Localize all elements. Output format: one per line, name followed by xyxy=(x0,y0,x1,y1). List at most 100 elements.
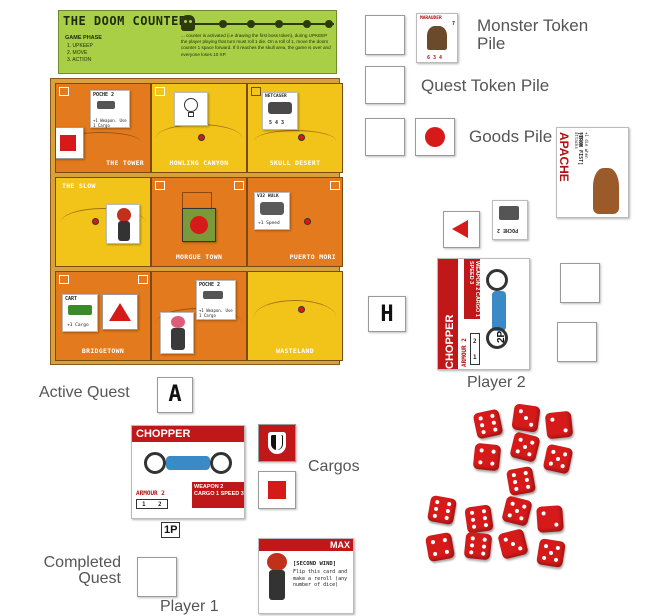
die-pip xyxy=(430,539,436,545)
max-card-band xyxy=(259,539,353,551)
apache-character-card[interactable]: APACHE [IRON FIST] +1 die when making ..… xyxy=(556,127,629,218)
die-pip xyxy=(481,508,487,514)
player1-vehicle-card[interactable]: CHOPPER WEAPON 2 CARGO 1 SPEED 3 ARMOUR … xyxy=(131,425,245,519)
red-die[interactable] xyxy=(497,528,529,560)
tile-skull-desert[interactable]: NETCASER 5 4 3 SKULL DESERT xyxy=(247,83,343,173)
doom-space xyxy=(275,20,283,28)
die-pip xyxy=(548,550,554,556)
player2-slot-2[interactable] xyxy=(557,322,597,362)
red-die[interactable] xyxy=(464,504,494,534)
red-die[interactable] xyxy=(511,403,541,433)
player-token[interactable] xyxy=(106,204,140,244)
die-pip xyxy=(469,510,475,516)
completed-quest-slot[interactable] xyxy=(137,557,177,597)
player2-slot-1[interactable] xyxy=(560,263,600,303)
active-quest-label: Active Quest xyxy=(39,384,130,401)
motorcycle-icon xyxy=(486,269,516,349)
overlay-card[interactable]: POCHE 2 +1 Weapon. Use 1 Cargo xyxy=(196,280,236,320)
player1-armour: ARMOUR 2 xyxy=(136,490,165,497)
red-die[interactable] xyxy=(505,465,537,497)
tile-puerto-mori[interactable]: V32 HULK +1 Speed PUERTO MORI xyxy=(247,177,343,267)
die-pip xyxy=(543,543,549,549)
weapon-icon xyxy=(97,101,115,109)
red-die[interactable] xyxy=(472,442,502,472)
die-pip xyxy=(562,452,568,457)
game-phase-heading: GAME PHASE xyxy=(65,35,102,41)
player-token[interactable] xyxy=(160,312,194,354)
die-pip xyxy=(470,536,475,541)
player-h-token[interactable]: H xyxy=(368,296,406,332)
die-pip xyxy=(445,508,451,514)
monster-token[interactable]: MARAUDER 7 6 3 4 xyxy=(416,13,458,63)
red-square-token[interactable] xyxy=(56,127,84,159)
active-quest-token[interactable]: A xyxy=(157,377,193,413)
die-pip xyxy=(444,515,450,521)
red-triangle-token[interactable] xyxy=(102,294,138,330)
player2-vehicle-card[interactable]: CHOPPER WEAPON 2 CARGO 1 SPEED 3 ARMOUR … xyxy=(437,258,530,370)
location-marker xyxy=(92,218,99,225)
monster-token-slot[interactable] xyxy=(365,15,405,55)
die-pip xyxy=(541,511,546,516)
overlay-card[interactable]: NETCASER 5 4 3 xyxy=(262,92,298,130)
red-die[interactable] xyxy=(544,410,574,440)
die-pip xyxy=(482,537,487,542)
die-pip xyxy=(478,416,484,421)
red-die[interactable] xyxy=(536,505,564,533)
red-die[interactable] xyxy=(542,443,574,475)
cargo-shield-token[interactable] xyxy=(258,424,296,462)
goods-pile-label: Goods Pile xyxy=(469,127,553,146)
overlay-card[interactable]: CART +1 Cargo xyxy=(62,294,98,332)
die-pip xyxy=(490,461,495,466)
die-pip xyxy=(471,524,477,530)
tile-middle-bottom[interactable]: POCHE 2 +1 Weapon. Use 1 Cargo xyxy=(151,271,247,361)
die-pip xyxy=(469,543,475,548)
quest-token[interactable] xyxy=(174,92,208,126)
red-die[interactable] xyxy=(536,538,566,568)
die-pip xyxy=(526,451,532,457)
goods-slot[interactable] xyxy=(365,118,405,156)
die-pip xyxy=(514,508,520,514)
red-circle-token[interactable] xyxy=(182,208,216,242)
player1-stats: WEAPON 2 CARGO 1 SPEED 3 xyxy=(194,484,244,498)
player2-direction-token[interactable] xyxy=(443,211,480,248)
red-die[interactable] xyxy=(426,494,458,526)
die-pip xyxy=(442,537,448,543)
tile-howling-canyon[interactable]: HOWLING CANYON xyxy=(151,83,247,173)
apache-name: APACHE xyxy=(557,132,571,182)
tile-the-slow[interactable]: THE SLOW xyxy=(55,177,151,267)
player1-label: Player 1 xyxy=(160,598,219,615)
location-marker xyxy=(298,306,305,313)
doom-space xyxy=(325,20,333,28)
max-name: MAX xyxy=(330,540,350,550)
red-die[interactable] xyxy=(501,495,533,527)
die-pip xyxy=(511,472,517,478)
die-pip xyxy=(518,408,524,414)
die-pip xyxy=(515,448,521,454)
tile-the-tower[interactable]: POCHE 2 +1 Weapon. Use 1 Cargo THE TOWER xyxy=(55,83,151,173)
red-die[interactable] xyxy=(472,408,504,440)
phase-item: 2. MOVE xyxy=(67,50,88,56)
red-die[interactable] xyxy=(424,531,456,563)
tile-bridgetown[interactable]: CART +1 Cargo BRIDGETOWN xyxy=(55,271,151,361)
player2-side-card[interactable]: POCHE 2 xyxy=(492,200,528,240)
max-ability-text: Flip this card and make a reroll (any nu… xyxy=(293,569,348,588)
tile-corner-icon xyxy=(251,87,261,96)
completed-quest-label: Completed Quest xyxy=(43,554,121,587)
red-die[interactable] xyxy=(509,431,541,463)
die-pip xyxy=(433,506,439,512)
tile-morgue-town[interactable]: MORGUE TOWN xyxy=(151,177,247,267)
overlay-card[interactable]: POCHE 2 +1 Weapon. Use 1 Cargo xyxy=(90,90,130,128)
overlay-card[interactable]: V32 HULK +1 Speed xyxy=(254,192,290,230)
red-die[interactable] xyxy=(463,531,493,561)
doom-counter-card: THE DOOM COUNTER GAME PHASE 1. UPKEEP 2.… xyxy=(58,10,337,74)
doom-description: ... counter is activated (i.e drawing th… xyxy=(181,33,331,57)
cargo-square-token[interactable] xyxy=(258,471,296,509)
character-icon xyxy=(593,168,619,214)
goods-token[interactable] xyxy=(415,118,455,156)
tile-corner-icon xyxy=(59,275,69,284)
tile-wasteland[interactable]: WASTELAND xyxy=(247,271,343,361)
max-character-card[interactable]: MAX [SECOND WIND] Flip this card and mak… xyxy=(258,538,354,614)
die-pip xyxy=(481,429,486,435)
quest-token-slot[interactable] xyxy=(365,66,405,104)
player1-card-band xyxy=(132,426,244,442)
